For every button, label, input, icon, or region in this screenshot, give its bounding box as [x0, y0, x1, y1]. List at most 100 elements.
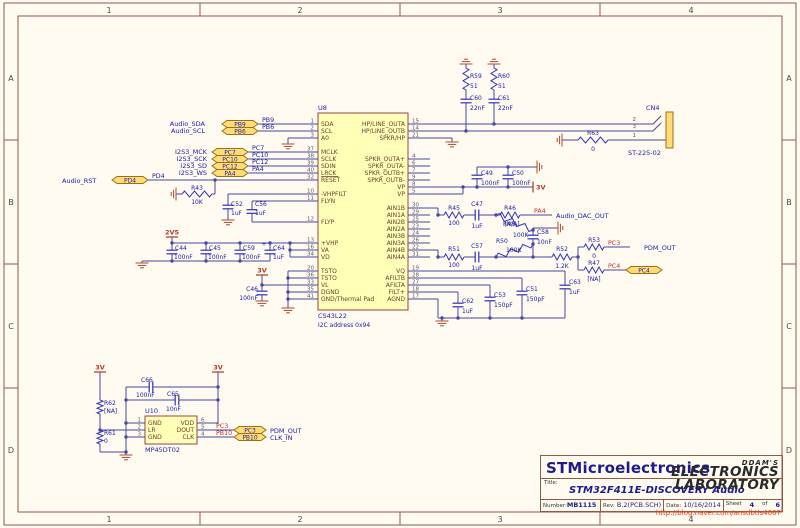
pin-name: AIN2A — [387, 226, 406, 233]
pin-number: 41 — [307, 294, 314, 300]
component-U8[interactable] — [317, 112, 409, 311]
pin-number: 30 — [412, 203, 419, 209]
ref-designator: C60 — [470, 95, 482, 102]
pin-name: MCLK — [321, 149, 339, 156]
logo-line2: ELECTRONICS — [671, 464, 779, 481]
component-value: 1.2K — [555, 263, 570, 270]
net-label-PD4[interactable]: PD4 — [152, 173, 165, 180]
net-label-PC4[interactable]: PC4 — [608, 263, 620, 270]
power-label: 3V — [213, 364, 223, 372]
ic-note: I2C address 0x94 — [318, 322, 370, 329]
net-label-PC3[interactable]: PC3 — [608, 240, 620, 247]
port-PB6[interactable] — [221, 127, 259, 135]
pin-number: 6 — [201, 418, 205, 424]
pin-name: LR — [148, 427, 156, 434]
label-Audio_DAC_OUT[interactable]: Audio_DAC_OUT — [556, 212, 609, 220]
junction-dot — [436, 213, 440, 217]
label-CN4[interactable]: CN4 — [646, 104, 660, 112]
port-PC4[interactable] — [625, 266, 663, 274]
pin-name: LRCK — [321, 170, 337, 177]
pin-number: 21 — [412, 133, 419, 139]
pin-name: AIN3B — [387, 233, 405, 240]
port-PA4[interactable] — [211, 169, 249, 177]
net-label-PC12[interactable]: PC12 — [252, 159, 268, 166]
connector-CN4[interactable] — [640, 111, 674, 149]
label-PDM_OUT[interactable]: PDM_OUT — [644, 244, 676, 252]
pin-number: 24 — [412, 231, 419, 237]
junction-dot — [124, 398, 128, 402]
label-Audio_SDA[interactable]: Audio_SDA — [170, 120, 206, 128]
net-label-PB6[interactable]: PB6 — [262, 124, 274, 131]
resistor-body — [95, 429, 105, 445]
label-PDM_OUT[interactable]: PDM_OUT — [270, 427, 302, 435]
pin-number: 9 — [412, 175, 416, 181]
pin-number: 1 — [633, 133, 637, 139]
pin-number: 10 — [307, 189, 314, 195]
resistor-R45[interactable] — [443, 210, 465, 220]
resistor-R62[interactable] — [95, 399, 105, 415]
resistor-R48[interactable] — [495, 212, 534, 233]
junction-dot — [492, 122, 496, 126]
net-label-PB9[interactable]: PB9 — [262, 117, 274, 124]
pin-number: 28 — [412, 273, 419, 279]
net-label-PA4[interactable]: PA4 — [252, 166, 264, 173]
ref-designator: R53 — [588, 237, 600, 244]
resistor-R47[interactable] — [583, 265, 605, 275]
junction-dot — [475, 185, 479, 189]
label-Audio_SCL[interactable]: Audio_SCL — [171, 127, 205, 135]
resistor-R52[interactable] — [551, 252, 573, 262]
pin-name: -VHPFILT — [321, 191, 347, 198]
pin-name: SCL — [321, 128, 333, 135]
power-label: 3V — [95, 364, 105, 372]
resistor-body — [551, 252, 573, 262]
port-label: PC10 — [222, 156, 238, 163]
ref-designator: C64 — [273, 245, 285, 252]
ref-designator: U8 — [318, 104, 327, 112]
net-label-PC3[interactable]: PC3 — [216, 423, 228, 430]
port-PB10[interactable] — [233, 433, 267, 441]
row-marker: B — [786, 198, 792, 207]
junction-dot — [288, 241, 292, 245]
resistor-R43[interactable] — [181, 190, 213, 198]
label-I2S3_WS[interactable]: I2S3_WS — [179, 169, 207, 177]
pin-name: VL — [321, 282, 329, 289]
label-I2S3_SCK[interactable]: I2S3_SCK — [177, 155, 208, 163]
label-I2S3_SD[interactable]: I2S3_SD — [180, 162, 207, 170]
pin-number: 37 — [307, 147, 314, 153]
net-label-PA4[interactable]: PA4 — [534, 208, 546, 215]
component-value: 100nF — [208, 254, 227, 261]
ref-designator: C56 — [255, 201, 267, 208]
resistor-R59[interactable] — [462, 67, 470, 91]
label-CLK_IN[interactable]: CLK_IN — [270, 434, 293, 442]
rev-label: Rev: — [603, 503, 615, 509]
resistor-R63[interactable] — [577, 136, 609, 144]
resistor-R60[interactable] — [490, 67, 498, 91]
ref-designator: R52 — [556, 246, 568, 253]
net-label-PB10[interactable]: PB10 — [216, 430, 232, 437]
pin-name: HP/LINE_OUTB — [362, 128, 405, 135]
junction-dot — [531, 242, 535, 246]
pin-name: GND/Thermal Pad — [321, 296, 374, 303]
resistor-R46[interactable] — [499, 210, 521, 220]
company-name: STMicroelectronics — [546, 459, 711, 477]
label-Audio_RST[interactable]: Audio_RST — [62, 177, 96, 185]
net-label-PC10[interactable]: PC10 — [252, 152, 268, 159]
component-value: 100nF — [239, 295, 258, 302]
component-value: [NA] — [104, 408, 117, 415]
pin-name: FLYP — [321, 219, 335, 226]
resistor-R61[interactable] — [95, 429, 105, 445]
component-value: 51 — [470, 83, 478, 90]
pin-name: GND — [148, 420, 162, 427]
port-PD4[interactable] — [111, 176, 149, 184]
component-value: 100 — [448, 220, 460, 227]
resistor-R53[interactable] — [583, 242, 605, 252]
resistor-R50[interactable] — [495, 243, 534, 258]
resistor-R51[interactable] — [443, 252, 465, 262]
net-label-PC7[interactable]: PC7 — [252, 145, 264, 152]
label-ST-225-02[interactable]: ST-225-02 — [628, 149, 661, 157]
pin-number: 36 — [307, 273, 314, 279]
ref-designator: C46 — [246, 286, 258, 293]
label-I2S3_MCK[interactable]: I2S3_MCK — [175, 148, 208, 156]
junction-dot — [213, 178, 217, 182]
